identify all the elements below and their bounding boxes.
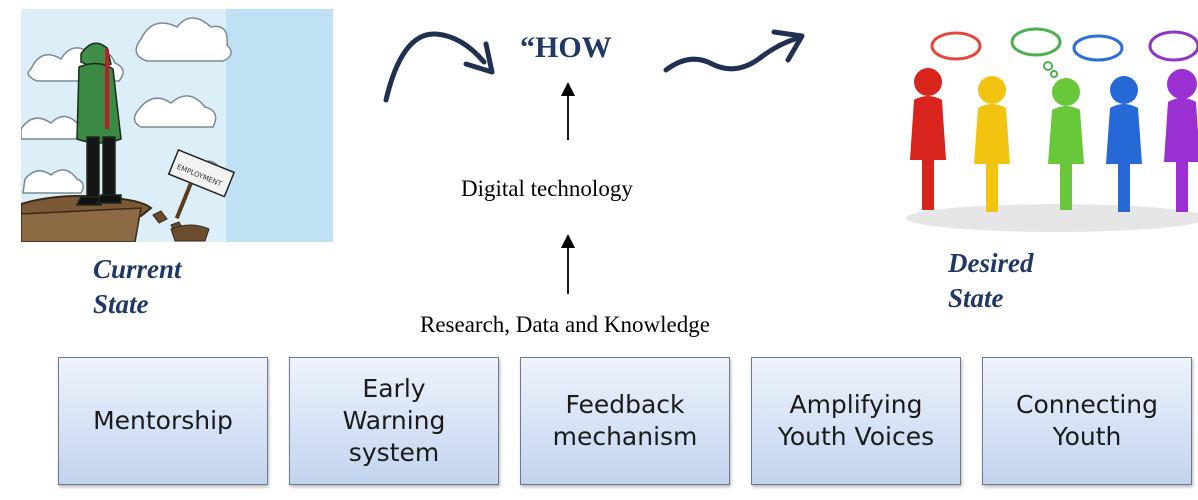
curved-arrow-left: [383, 31, 495, 103]
up-arrow-lower: [561, 234, 575, 294]
pillar-connecting-youth: Connecting Youth: [982, 357, 1192, 485]
pillar-early-warning-system: Early Warning system: [289, 357, 499, 485]
current-state-label: Current State: [93, 254, 182, 319]
research-data-knowledge-label: Research, Data and Knowledge: [420, 312, 710, 337]
wavy-arrow-right: [663, 29, 805, 73]
pillar-label: Mentorship: [93, 406, 233, 435]
pillar-label: Amplifying Youth Voices: [777, 390, 935, 451]
current-state-illustration: EMPLOYMENT: [21, 9, 333, 242]
pillar-mentorship: Mentorship: [58, 357, 268, 485]
desired-state-label: Desired State: [948, 248, 1034, 313]
digital-technology-label: Digital technology: [461, 176, 633, 201]
pillar-label: Connecting Youth: [1015, 390, 1159, 451]
pillar-amplifying-youth-voices: Amplifying Youth Voices: [751, 357, 961, 485]
up-arrow-upper: [561, 82, 575, 140]
how-label: “HOW: [520, 31, 612, 64]
pillar-label: Early Warning system: [342, 374, 446, 467]
desired-state-illustration: [906, 10, 1198, 238]
pillar-label: Feedback mechanism: [552, 390, 698, 451]
pillar-feedback-mechanism: Feedback mechanism: [520, 357, 730, 485]
